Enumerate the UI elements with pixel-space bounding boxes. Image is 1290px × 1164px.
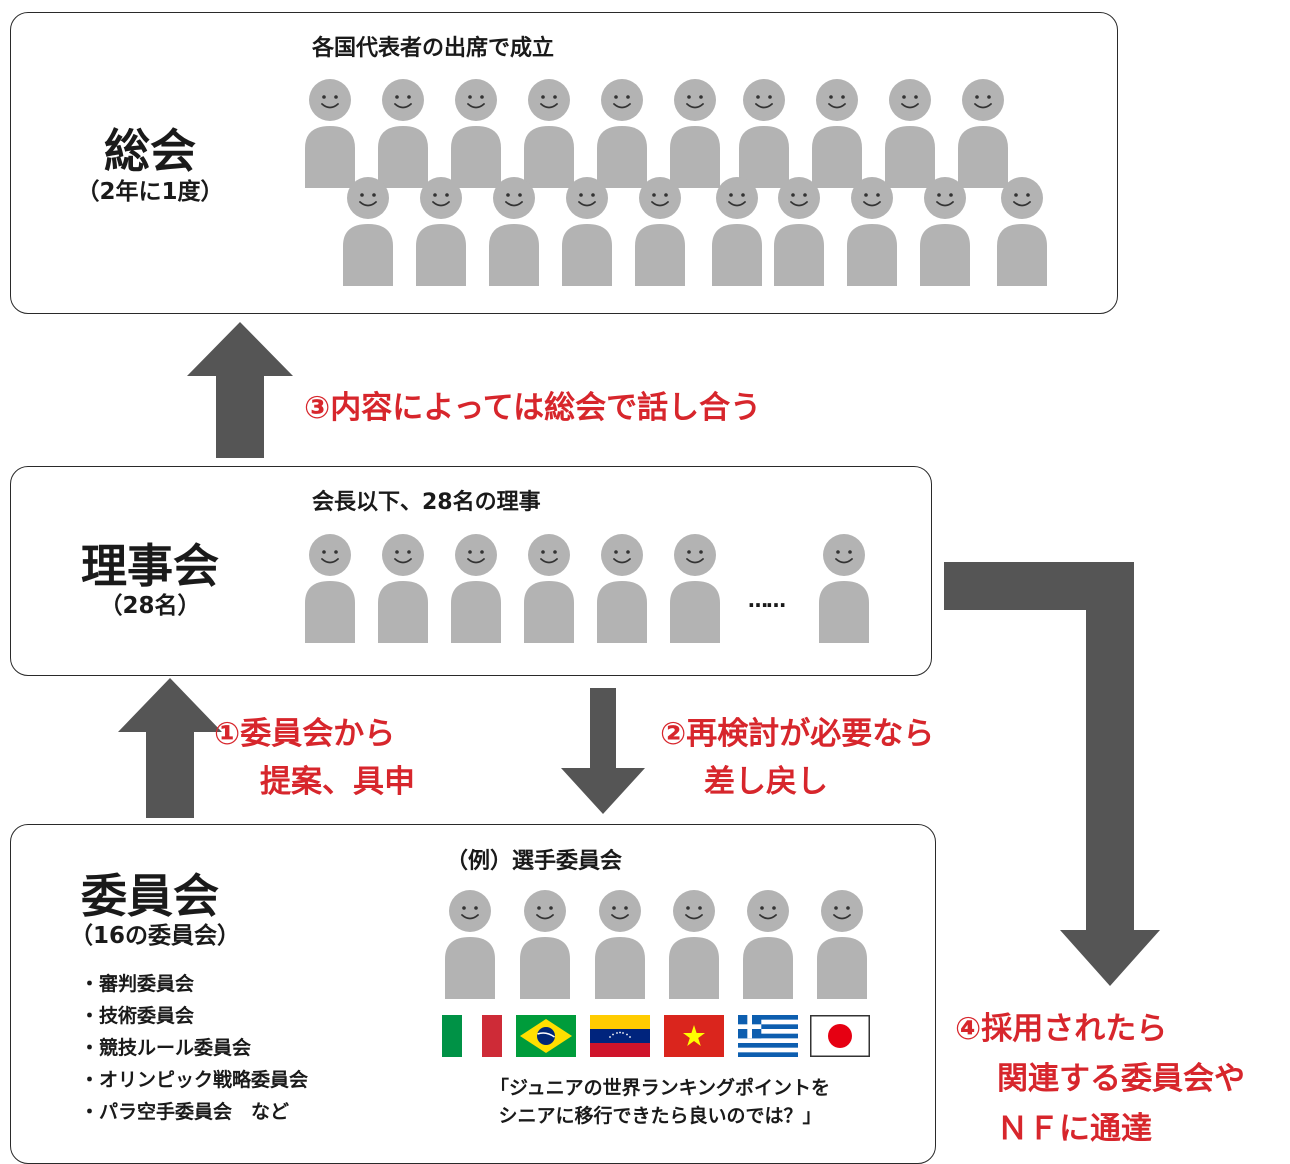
person-icon xyxy=(670,534,720,643)
person-icon xyxy=(669,890,719,999)
committee-example-caption: （例）選手委員会 xyxy=(446,849,623,874)
person-icon xyxy=(774,177,824,286)
person-icon xyxy=(997,177,1047,286)
committee-title: 委員会 xyxy=(81,869,219,923)
person-icon xyxy=(445,890,495,999)
person-icon xyxy=(524,534,574,643)
general-assembly-caption: 各国代表者の出席で成立 xyxy=(312,36,555,61)
person-icon xyxy=(819,534,869,643)
person-icon xyxy=(739,79,789,188)
committee-subtitle: （16の委員会） xyxy=(69,923,240,949)
committee-list-item: ・パラ空手委員会 など xyxy=(80,1101,290,1123)
person-icon xyxy=(305,534,355,643)
committee-quote-line1: 「ジュニアの世界ランキングポイントを xyxy=(489,1077,831,1099)
committee-list-item: ・技術委員会 xyxy=(80,1005,195,1027)
step4-line2: 関連する委員会や xyxy=(997,1061,1245,1097)
vietnam-flag-icon xyxy=(664,1015,724,1057)
person-icon xyxy=(595,890,645,999)
person-icon xyxy=(597,534,647,643)
committee-list-item: ・競技ルール委員会 xyxy=(80,1037,252,1059)
person-icon xyxy=(520,890,570,999)
step2-label: ②再検討が必要なら 差し戻し xyxy=(660,710,934,806)
step1-line2: 提案、具申 xyxy=(260,764,415,800)
person-icon xyxy=(489,177,539,286)
person-icon xyxy=(958,79,1008,188)
person-icon xyxy=(812,79,862,188)
person-icon xyxy=(378,79,428,188)
person-icon xyxy=(920,177,970,286)
person-icon xyxy=(343,177,393,286)
person-icon xyxy=(524,79,574,188)
step1-line1: ①委員会から xyxy=(214,716,396,752)
person-icon xyxy=(847,177,897,286)
italy-flag-icon xyxy=(442,1015,502,1057)
person-icon xyxy=(635,177,685,286)
step2-line2: 差し戻し xyxy=(704,764,828,800)
board-caption: 会長以下、28名の理事 xyxy=(312,490,541,515)
person-icon xyxy=(451,534,501,643)
person-icon xyxy=(305,79,355,188)
board-subtitle: （28名） xyxy=(99,593,201,619)
person-icon xyxy=(416,177,466,286)
person-icon xyxy=(451,79,501,188)
venezuela-flag-icon xyxy=(590,1015,650,1057)
step2-line1: ②再検討が必要なら xyxy=(660,716,935,752)
person-icon xyxy=(885,79,935,188)
greece-flag-icon xyxy=(738,1015,798,1057)
person-icon xyxy=(562,177,612,286)
committee-list: ・審判委員会 ・技術委員会 ・競技ルール委員会 ・オリンピック戦略委員会 ・パラ… xyxy=(80,968,308,1128)
person-icon xyxy=(712,177,762,286)
board-title: 理事会 xyxy=(81,539,219,593)
committee-quote-line2: シニアに移行できたら良いのでは？」 xyxy=(498,1105,822,1127)
committee-list-item: ・オリンピック戦略委員会 xyxy=(80,1069,309,1091)
committee-list-item: ・審判委員会 xyxy=(80,973,195,995)
step4-label: ④採用されたら 関連する委員会や ＮＦに通達 xyxy=(955,1004,1245,1154)
person-icon xyxy=(597,79,647,188)
japan-flag-icon xyxy=(810,1015,870,1057)
step4-line1: ④採用されたら xyxy=(955,1011,1168,1047)
general-assembly-title: 総会 xyxy=(104,124,196,178)
person-icon xyxy=(670,79,720,188)
person-icon xyxy=(743,890,793,999)
step3-label: ③内容によっては総会で話し合う xyxy=(304,390,762,426)
person-icon xyxy=(817,890,867,999)
step4-line3: ＮＦに通達 xyxy=(997,1111,1152,1147)
committee-quote: 「ジュニアの世界ランキングポイントを シニアに移行できたら良いのでは？」 xyxy=(440,1074,880,1130)
general-assembly-subtitle: （2年に1度） xyxy=(76,179,224,205)
person-icon xyxy=(378,534,428,643)
step1-label: ①委員会から 提案、具申 xyxy=(214,710,415,806)
brazil-flag-icon xyxy=(516,1015,576,1057)
board-ellipsis: …… xyxy=(748,588,786,612)
